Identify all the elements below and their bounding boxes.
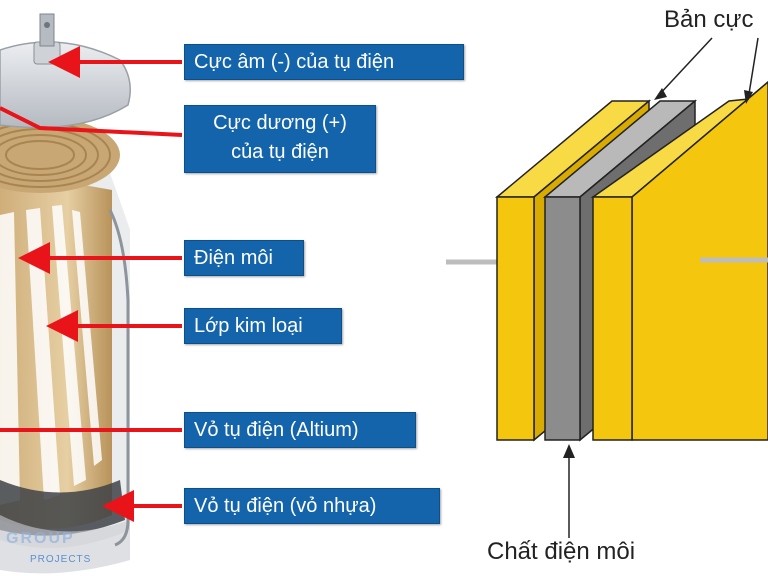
- label-positive-line1: Cực dương (+): [213, 112, 347, 134]
- label-shell-aluminum: Vỏ tụ điện (Altium): [184, 412, 416, 448]
- watermark-logo-text: GROUP: [6, 530, 75, 547]
- parallel-plate-diagram: [446, 37, 768, 538]
- label-metal-layer: Lớp kim loại: [184, 308, 342, 344]
- label-shell-plastic: Vỏ tụ điện (vỏ nhựa): [184, 488, 440, 524]
- dielectric-caption: Chất điện môi: [487, 538, 635, 566]
- label-dielectric: Điện môi: [184, 240, 304, 276]
- watermark-subtext: PROJECTS: [30, 554, 91, 565]
- label-arrows: [0, 46, 183, 522]
- arrow-positive: [0, 106, 183, 137]
- capacitor-can: [0, 13, 131, 574]
- label-shell-plastic-text: Vỏ tụ điện (vỏ nhựa): [194, 495, 377, 517]
- label-positive-line2: của tụ điện: [231, 141, 329, 163]
- label-metal-layer-text: Lớp kim loại: [194, 315, 303, 337]
- label-dielectric-text: Điện môi: [194, 247, 273, 269]
- watermark-sub-text: PROJECTS: [30, 554, 92, 565]
- label-negative-text: Cực âm (-) của tụ điện: [194, 51, 395, 73]
- label-shell-aluminum-text: Vỏ tụ điện (Altium): [194, 419, 359, 441]
- dielectric-caption-text: Chất điện môi: [487, 538, 636, 565]
- plate-caption: Bản cực: [664, 6, 753, 34]
- label-negative-terminal: Cực âm (-) của tụ điện: [184, 44, 464, 80]
- plate-caption-text: Bản cực: [664, 6, 754, 33]
- watermark-logo: GROUP: [6, 530, 75, 548]
- label-positive-terminal: Cực dương (+) của tụ điện: [184, 105, 376, 173]
- plate-pointer-lines: [657, 37, 759, 101]
